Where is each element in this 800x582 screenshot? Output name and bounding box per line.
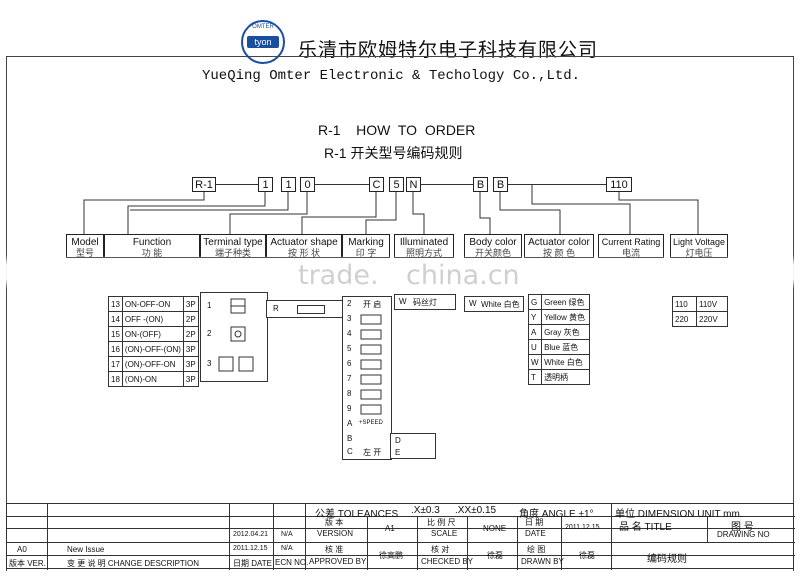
frame-left [6, 56, 7, 571]
table-row: 16(ON)-OFF-(ON)3P [108, 341, 199, 357]
connector-lines [83, 184, 699, 234]
company-name-en: YueQing Omter Electronic & Techology Co.… [202, 68, 581, 84]
code-box-illuminated: N [406, 177, 421, 192]
actuator-table: R [266, 300, 344, 318]
company-logo: tyon OMTER [238, 17, 288, 67]
marking-symbols [360, 314, 382, 415]
code-box-function-2: 1 [281, 177, 296, 192]
code-box-actuator: C [369, 177, 384, 192]
company-name-cn: 乐清市欧姆特尔电子科技有限公司 [298, 39, 599, 61]
frame-top [6, 56, 794, 57]
watermark-right: china.cn [406, 260, 520, 291]
svg-text:OMTER: OMTER [252, 24, 274, 30]
terminal-diagrams [218, 298, 254, 372]
code-box-terminal: 0 [300, 177, 315, 192]
code-box-model: R-1 [192, 177, 216, 192]
code-dash [315, 184, 369, 185]
code-box-marking: 5 [389, 177, 404, 192]
actuator-shape-icon [297, 305, 325, 314]
terminal-table: 1 2 3 [200, 292, 268, 382]
code-box-voltage: 110 [606, 177, 632, 192]
code-dash [421, 184, 473, 185]
code-dash [216, 184, 258, 185]
code-box-function-1: 1 [258, 177, 273, 192]
watermark-band [0, 255, 800, 289]
order-title-en: R-1 HOW TO ORDER [318, 122, 476, 138]
svg-text:tyon: tyon [254, 37, 271, 47]
marking-extra-table: D E [390, 433, 436, 459]
code-box-actuator-color: B [493, 177, 508, 192]
code-box-body-color: B [473, 177, 488, 192]
body-color-table: W White 白色 [464, 296, 524, 312]
title-block: 公差 TOLEANCES .X±0.3 .XX±0.15 角度 ANGLE ±1… [6, 503, 795, 570]
code-dash [508, 184, 606, 185]
frame-right [793, 56, 794, 571]
order-title-cn: R-1 开关型号编码规则 [324, 145, 463, 161]
illuminated-table: W 码丝灯 [394, 294, 456, 310]
watermark-left: trade. [298, 260, 379, 291]
